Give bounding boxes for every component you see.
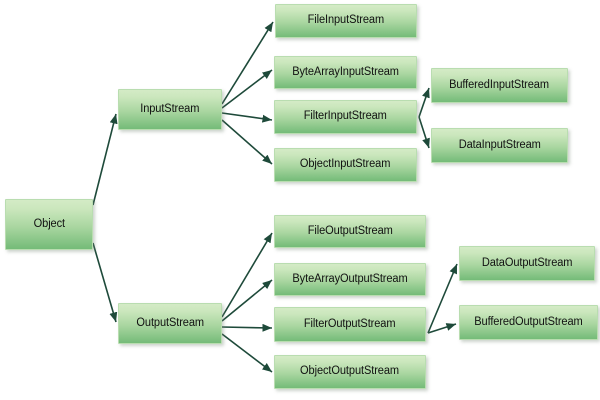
node-label: FilterOutputStream <box>304 317 396 330</box>
node-filter_output_stream[interactable]: FilterOutputStream <box>274 307 426 342</box>
node-buffered_output_stream[interactable]: BufferedOutputStream <box>459 305 598 340</box>
node-bytearray_output_stream[interactable]: ByteArrayOutputStream <box>274 263 426 296</box>
node-output_stream[interactable]: OutputStream <box>118 303 222 344</box>
node-label: ByteArrayOutputStream <box>292 272 408 285</box>
edge-output_stream-to-file_output_stream <box>221 232 273 318</box>
edge-output_stream-to-object_output_stream <box>221 333 273 373</box>
edge-input_stream-to-bytearray_input_stream <box>221 69 273 109</box>
node-object_input_stream[interactable]: ObjectInputStream <box>274 148 417 182</box>
node-object_output_stream[interactable]: ObjectOutputStream <box>274 355 426 389</box>
node-label: FileInputStream <box>307 14 385 27</box>
node-label: InputStream <box>140 102 200 115</box>
node-input_stream[interactable]: InputStream <box>118 89 222 130</box>
node-file_input_stream[interactable]: FileInputStream <box>275 4 417 38</box>
edge-output_stream-to-filter_output_stream <box>221 323 273 332</box>
edge-filter_output_stream-to-buffered_output_stream <box>427 323 457 334</box>
node-data_output_stream[interactable]: DataOutputStream <box>459 246 595 281</box>
node-label: BufferedOutputStream <box>474 315 583 328</box>
node-label: ObjectInputStream <box>300 158 391 171</box>
node-label: ObjectOutputStream <box>300 365 400 378</box>
node-label: DataInputStream <box>458 138 541 151</box>
node-filter_input_stream[interactable]: FilterInputStream <box>274 100 417 134</box>
edge-input_stream-to-filter_input_stream <box>221 112 273 123</box>
node-label: DataOutputStream <box>481 256 573 269</box>
node-file_output_stream[interactable]: FileOutputStream <box>274 215 426 248</box>
node-label: OutputStream <box>136 316 204 329</box>
node-bytearray_input_stream[interactable]: ByteArrayInputStream <box>274 56 417 89</box>
edge-input_stream-to-object_input_stream <box>221 119 273 165</box>
edge-filter_output_stream-to-data_output_stream <box>427 263 458 334</box>
edge-input_stream-to-file_input_stream <box>221 21 274 105</box>
edge-object-to-input_stream <box>92 113 118 206</box>
node-data_input_stream[interactable]: DataInputStream <box>431 128 568 163</box>
edge-filter_input_stream-to-data_input_stream <box>418 116 430 149</box>
node-object[interactable]: Object <box>5 199 93 250</box>
edge-output_stream-to-bytearray_output_stream <box>221 279 273 322</box>
node-label: BufferedInputStream <box>449 78 550 91</box>
edge-filter_input_stream-to-buffered_input_stream <box>418 87 430 118</box>
edge-object-to-output_stream <box>92 242 118 323</box>
node-label: FileOutputStream <box>307 224 393 237</box>
node-buffered_input_stream[interactable]: BufferedInputStream <box>431 68 568 103</box>
node-label: FilterInputStream <box>303 110 388 123</box>
node-label: ByteArrayInputStream <box>292 65 399 78</box>
node-label: Object <box>33 217 65 230</box>
